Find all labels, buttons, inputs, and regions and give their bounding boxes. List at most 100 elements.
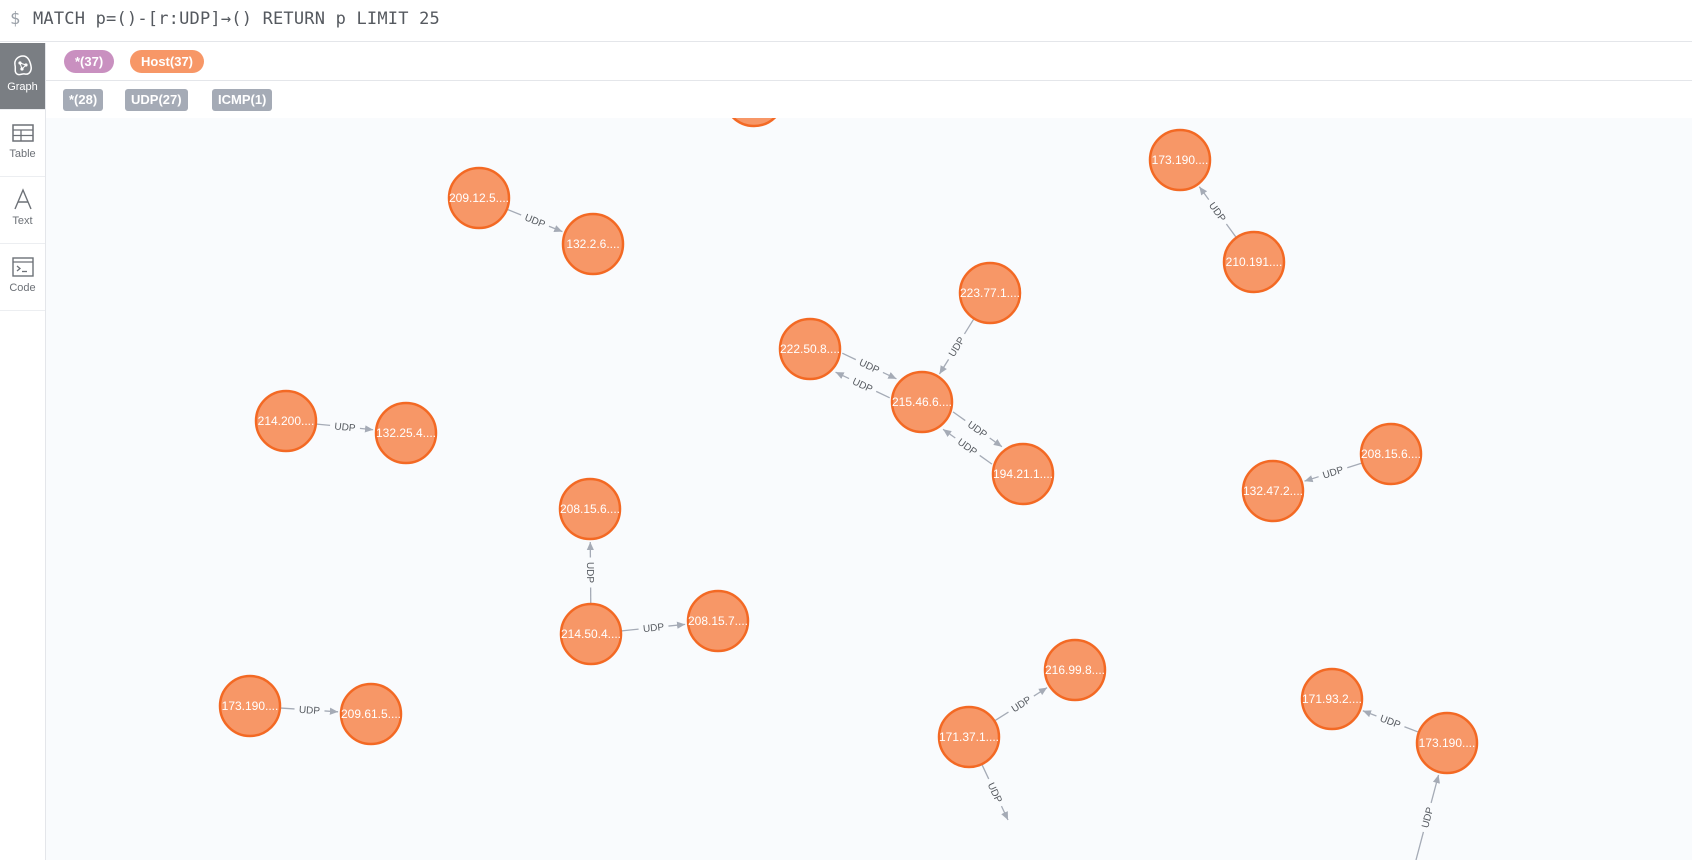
host-node[interactable]: 171.37.1.... bbox=[937, 705, 1001, 769]
edge-arrow[interactable] bbox=[668, 621, 686, 629]
node-circle[interactable] bbox=[890, 370, 954, 434]
host-node[interactable] bbox=[724, 118, 784, 128]
host-node[interactable]: 214.200.... bbox=[254, 389, 318, 453]
host-node[interactable]: 210.191.... bbox=[1222, 230, 1286, 294]
edge-arrow[interactable] bbox=[1198, 186, 1210, 201]
node-circle[interactable] bbox=[778, 317, 842, 381]
edge-line[interactable] bbox=[979, 454, 993, 465]
edge-line[interactable] bbox=[1347, 462, 1362, 469]
node-circle[interactable] bbox=[1241, 459, 1305, 523]
edge-line[interactable] bbox=[1415, 831, 1425, 860]
node-circle[interactable] bbox=[937, 705, 1001, 769]
relationship-edge[interactable]: UDP bbox=[842, 352, 897, 380]
edge-line[interactable] bbox=[621, 628, 639, 632]
edge-arrow[interactable] bbox=[324, 707, 339, 715]
edge-line[interactable] bbox=[316, 423, 331, 427]
node-circle[interactable] bbox=[561, 212, 625, 276]
edge-line[interactable] bbox=[1225, 223, 1237, 238]
edge-arrow[interactable] bbox=[1033, 687, 1048, 697]
node-circle[interactable] bbox=[1148, 128, 1212, 192]
sidebar-item-table[interactable]: Table bbox=[0, 110, 45, 177]
edge-line[interactable] bbox=[842, 352, 857, 361]
host-node[interactable]: 208.15.6.... bbox=[558, 477, 622, 541]
host-node[interactable]: 216.99.8.... bbox=[1043, 638, 1107, 702]
edge-line[interactable] bbox=[981, 764, 990, 780]
host-node[interactable]: 173.190.... bbox=[1415, 711, 1479, 775]
node-circle[interactable] bbox=[1415, 711, 1479, 775]
host-node[interactable]: 222.50.8.... bbox=[778, 317, 842, 381]
node-circle[interactable] bbox=[254, 389, 318, 453]
node-circle[interactable] bbox=[218, 674, 282, 738]
relationship-edge[interactable]: UDP bbox=[507, 208, 563, 233]
relationship-edge[interactable]: UDP bbox=[316, 421, 374, 434]
node-circle[interactable] bbox=[958, 261, 1022, 325]
edge-line[interactable] bbox=[952, 411, 966, 422]
edge-line[interactable] bbox=[280, 707, 295, 710]
host-node[interactable]: 209.61.5.... bbox=[339, 682, 403, 746]
node-circle[interactable] bbox=[724, 118, 784, 128]
host-node[interactable]: 215.46.6.... bbox=[890, 370, 954, 434]
edge-arrow[interactable] bbox=[1362, 710, 1377, 718]
node-circle[interactable] bbox=[339, 682, 403, 746]
relationship-type-icmp[interactable]: ICMP(1) bbox=[212, 89, 273, 111]
relationship-edge[interactable]: UDP bbox=[1362, 710, 1419, 733]
edge-arrow[interactable] bbox=[548, 225, 563, 233]
node-circle[interactable] bbox=[1359, 422, 1423, 486]
relationship-edge[interactable]: UDP bbox=[994, 687, 1048, 721]
relationship-type-udp[interactable]: UDP(27) bbox=[125, 89, 188, 111]
edge-arrow[interactable] bbox=[1304, 475, 1319, 483]
query-editor[interactable]: MATCH p=()-[r:UDP]→() RETURN p LIMIT 25 bbox=[33, 9, 440, 29]
node-circle[interactable] bbox=[1043, 638, 1107, 702]
node-circle[interactable] bbox=[991, 442, 1055, 506]
host-node[interactable]: 171.93.2.... bbox=[1300, 667, 1364, 731]
host-node[interactable]: 173.190.... bbox=[1148, 128, 1212, 192]
host-node[interactable]: 223.77.1.... bbox=[958, 261, 1022, 325]
node-circle[interactable] bbox=[686, 589, 750, 653]
edge-line[interactable] bbox=[994, 711, 1009, 721]
edge-line[interactable] bbox=[875, 390, 890, 399]
relationship-edge[interactable]: UDP bbox=[1415, 774, 1440, 860]
edge-arrow[interactable] bbox=[938, 359, 950, 375]
node-circle[interactable] bbox=[558, 477, 622, 541]
relationship-edge[interactable]: UDP bbox=[1198, 186, 1237, 238]
host-node[interactable]: 173.190.... bbox=[218, 674, 282, 738]
edge-arrow[interactable] bbox=[835, 371, 850, 380]
edge-arrow[interactable] bbox=[882, 371, 897, 380]
edge-line[interactable] bbox=[1404, 726, 1419, 733]
edge-arrow[interactable] bbox=[359, 425, 374, 433]
edge-arrow[interactable] bbox=[942, 428, 956, 439]
node-label-all[interactable]: *(37) bbox=[64, 50, 115, 73]
node-circle[interactable] bbox=[374, 401, 438, 465]
host-node[interactable]: 132.25.4.... bbox=[374, 401, 438, 465]
node-circle[interactable] bbox=[1300, 667, 1364, 731]
relationship-edge[interactable]: UDP bbox=[584, 541, 595, 604]
node-circle[interactable] bbox=[447, 166, 511, 230]
host-node[interactable]: 208.15.7.... bbox=[686, 589, 750, 653]
host-node[interactable]: 209.12.5.... bbox=[447, 166, 511, 230]
query-bar[interactable]: $ MATCH p=()-[r:UDP]→() RETURN p LIMIT 2… bbox=[0, 0, 1692, 42]
sidebar-item-text[interactable]: Text bbox=[0, 177, 45, 244]
host-node[interactable]: 208.15.6.... bbox=[1359, 422, 1423, 486]
node-circle[interactable] bbox=[559, 602, 623, 666]
edge-line[interactable] bbox=[507, 208, 522, 216]
edge-line[interactable] bbox=[963, 318, 975, 335]
host-node[interactable]: 132.2.6.... bbox=[561, 212, 625, 276]
relationship-edge[interactable]: UDP bbox=[621, 621, 686, 635]
relationship-edge[interactable]: UDP bbox=[938, 318, 975, 375]
sidebar-item-code[interactable]: Code bbox=[0, 244, 45, 311]
sidebar-item-graph[interactable]: Graph bbox=[0, 43, 45, 110]
relationship-edge[interactable]: UDP bbox=[1304, 462, 1362, 483]
relationship-edge[interactable]: UDP bbox=[981, 764, 1009, 821]
relationship-edge[interactable]: UDP bbox=[835, 371, 890, 399]
relationship-edge[interactable]: UDP bbox=[280, 705, 339, 717]
edge-arrow[interactable] bbox=[1430, 774, 1440, 804]
host-node[interactable]: 194.21.1.... bbox=[991, 442, 1055, 506]
edge-arrow[interactable] bbox=[1000, 805, 1009, 821]
host-node[interactable]: 132.47.2.... bbox=[1241, 459, 1305, 523]
host-node[interactable]: 214.50.4.... bbox=[559, 602, 623, 666]
node-label-host[interactable]: Host(37) bbox=[130, 50, 205, 73]
node-circle[interactable] bbox=[1222, 230, 1286, 294]
relationship-type-all[interactable]: *(28) bbox=[63, 89, 104, 111]
